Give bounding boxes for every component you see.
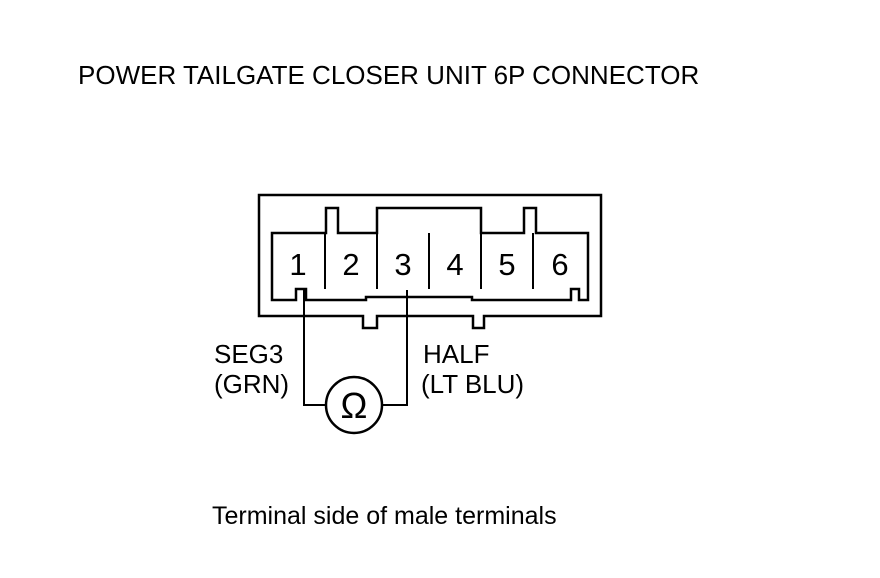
pin-5-label: 5 bbox=[498, 247, 515, 282]
probe-wire-right bbox=[382, 290, 408, 406]
pin-6-label: 6 bbox=[551, 247, 568, 282]
pin-3-label: 3 bbox=[394, 247, 411, 282]
ohmmeter-circle bbox=[324, 375, 384, 435]
diagram-title: POWER TAILGATE CLOSER UNIT 6P CONNECTOR bbox=[78, 60, 699, 90]
ohmmeter-symbol: Ω bbox=[341, 385, 368, 426]
pin-4-label: 4 bbox=[446, 247, 463, 282]
diagram-caption: Terminal side of male terminals bbox=[212, 502, 557, 530]
pin-2-label: 2 bbox=[342, 247, 359, 282]
pin-dividers bbox=[324, 233, 534, 289]
ohmmeter-icon: Ω bbox=[324, 375, 384, 435]
pin-numbers: 1 2 3 4 5 6 bbox=[289, 247, 568, 282]
connector-housing bbox=[257, 193, 603, 330]
half-signal-label: HALF bbox=[423, 339, 489, 369]
probe-label-right: HALF (LT BLU) bbox=[421, 339, 524, 399]
grn-wire-color-label: (GRN) bbox=[214, 369, 289, 399]
seg3-signal-label: SEG3 bbox=[214, 339, 283, 369]
probe-label-left: SEG3 (GRN) bbox=[214, 339, 289, 399]
probe-wire-left bbox=[303, 290, 326, 406]
probe-wiring bbox=[303, 290, 408, 406]
pin-1-label: 1 bbox=[289, 247, 306, 282]
lt-blu-wire-color-label: (LT BLU) bbox=[421, 369, 524, 399]
